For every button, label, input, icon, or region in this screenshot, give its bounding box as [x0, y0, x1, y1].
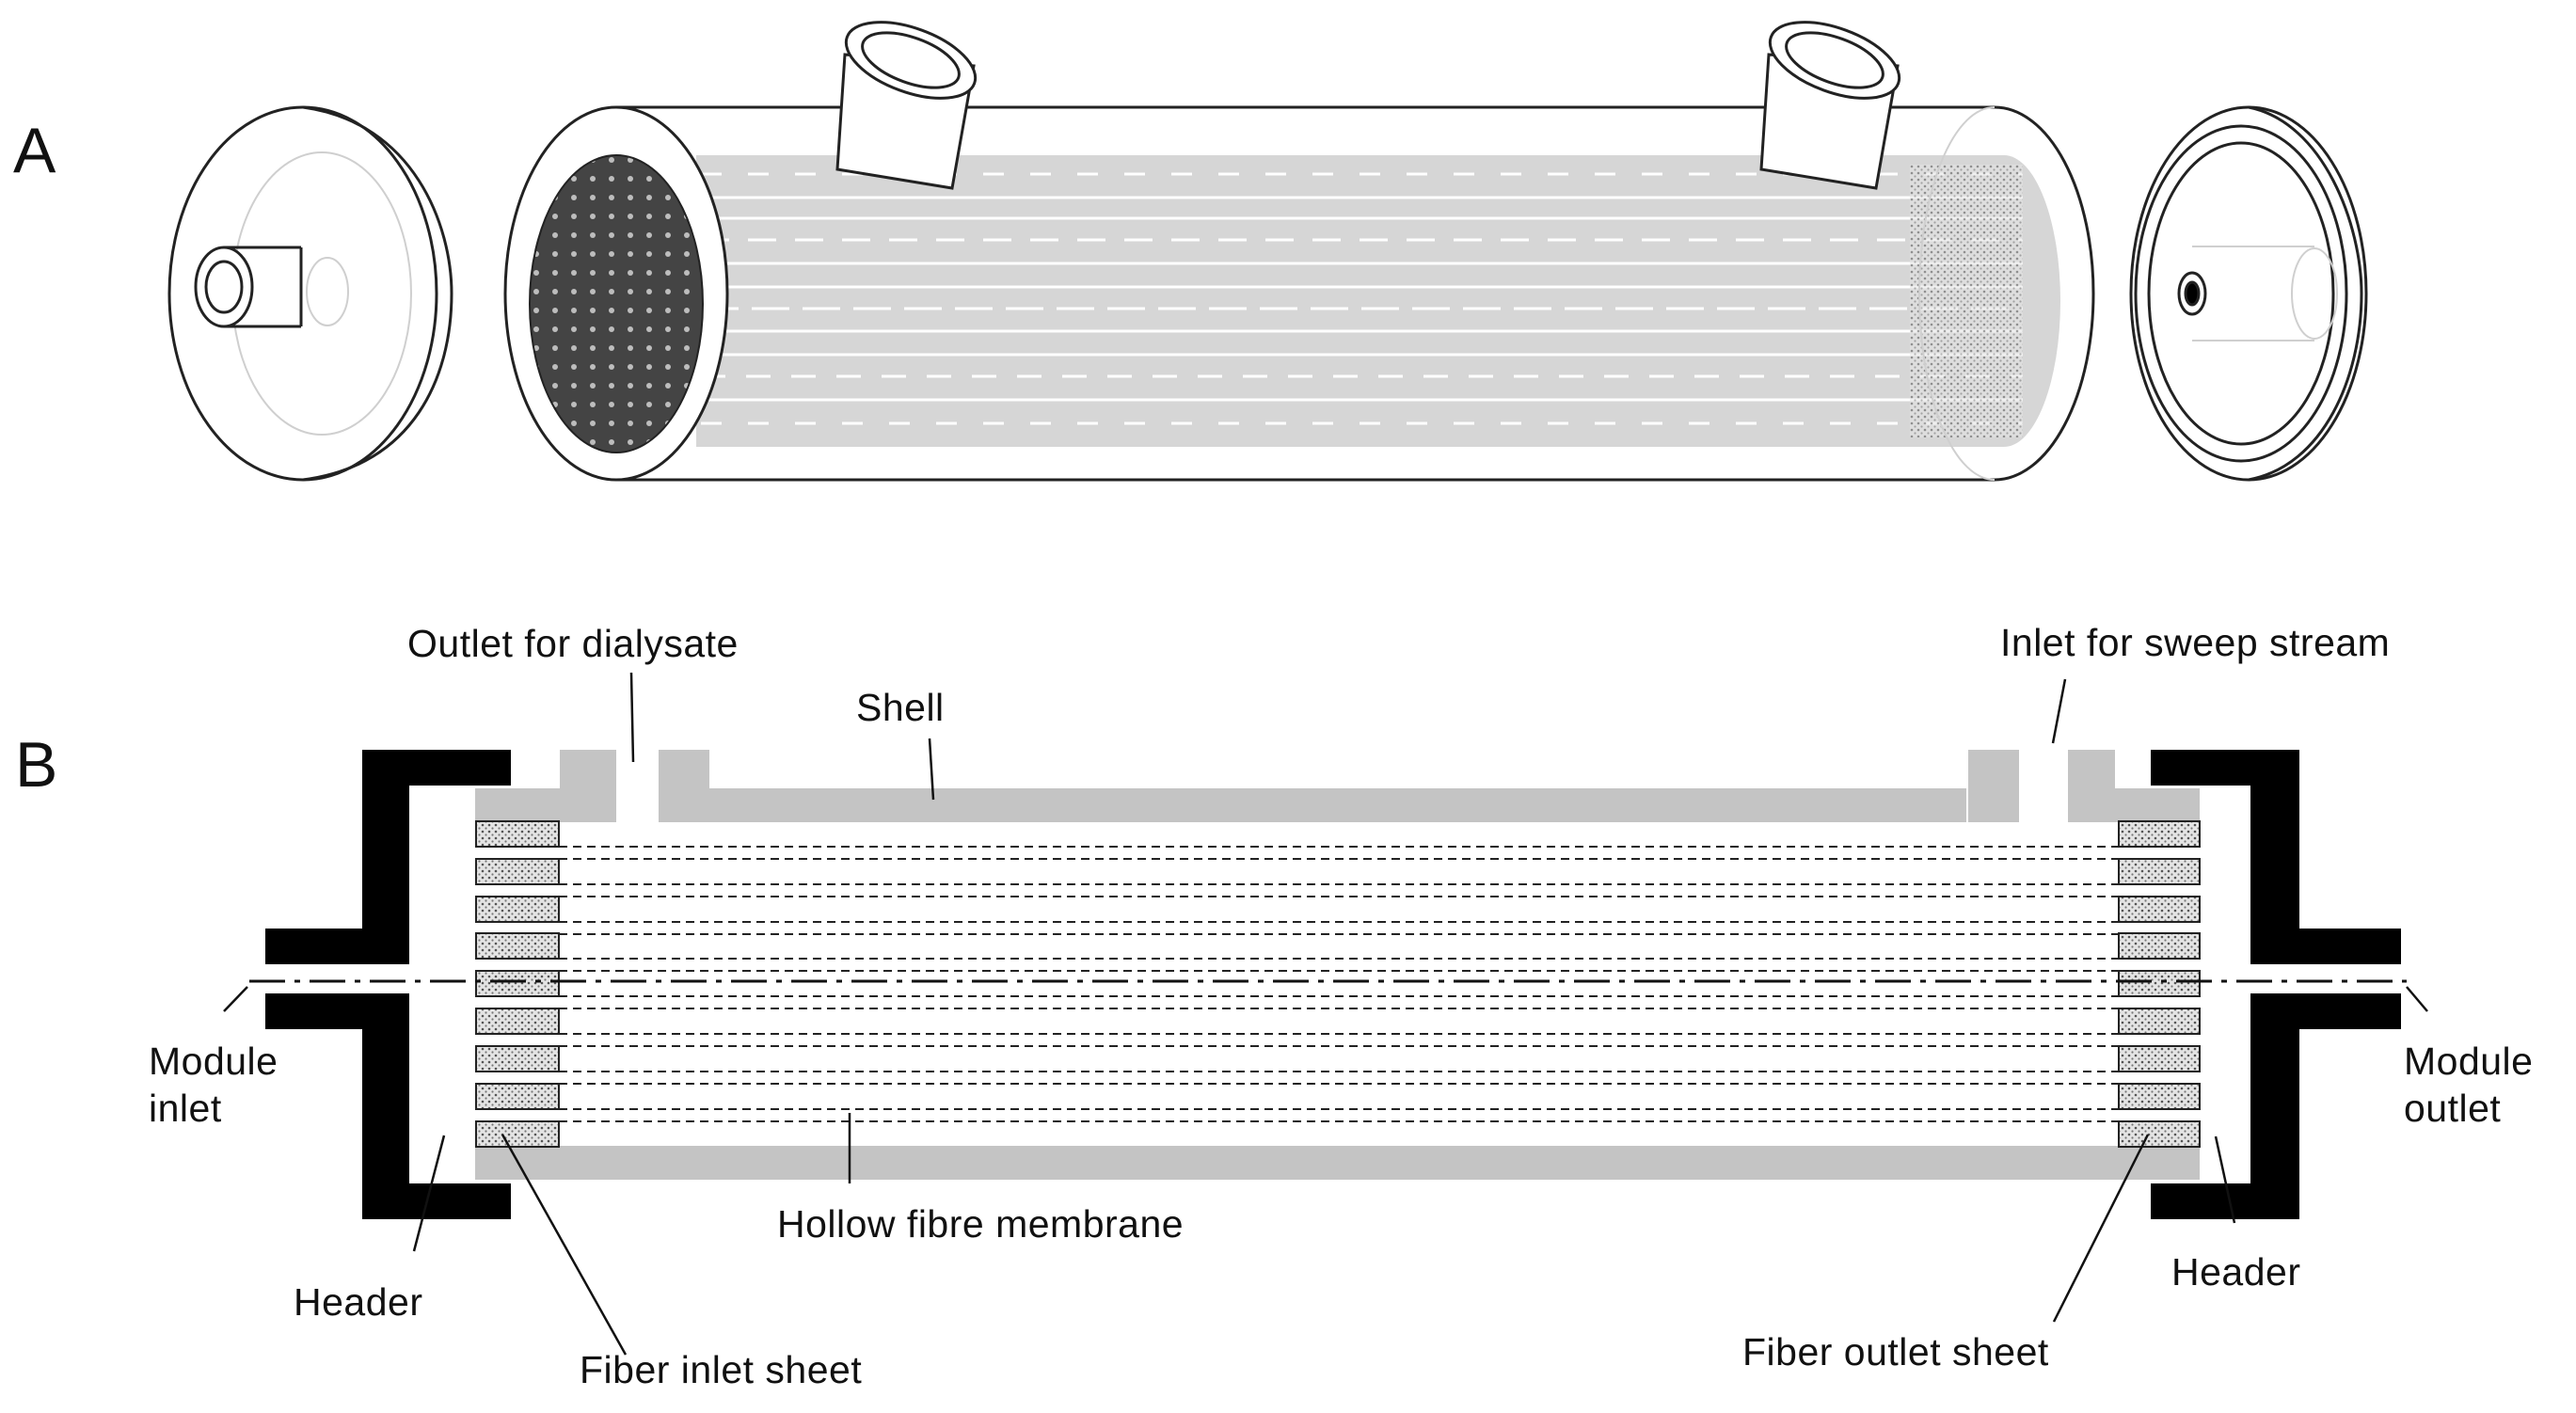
label-inlet-sweep: Inlet for sweep stream: [2000, 621, 2390, 664]
header-right: [2151, 750, 2401, 1219]
label-header-left: Header: [294, 1280, 422, 1324]
right-end-cap: [2129, 105, 2368, 482]
labels: Outlet for dialysate Inlet for sweep str…: [149, 621, 2533, 1391]
fiber-lines: [701, 172, 2023, 425]
fiber-inlet-sheet: [475, 820, 560, 1148]
panel-b-letter: B: [15, 729, 57, 801]
fiber-outlet-sheet: [2118, 820, 2201, 1148]
label-header-right: Header: [2171, 1250, 2300, 1294]
shell-wall: [475, 750, 2200, 1180]
left-end-cap: [167, 105, 453, 482]
port-outlet-dialysate: [835, 21, 978, 190]
shell-cylinder: [503, 21, 2095, 482]
panel-a: A: [13, 21, 2368, 482]
label-fiber-inlet-sheet: Fiber inlet sheet: [580, 1348, 862, 1391]
label-module-inlet-line1: Module: [149, 1040, 278, 1083]
leader-lines: [223, 672, 2428, 1356]
label-outlet-dialysate: Outlet for dialysate: [407, 622, 739, 665]
panel-b: B: [15, 621, 2533, 1391]
label-shell: Shell: [856, 686, 945, 729]
hollow-fibre-lines: [559, 846, 2119, 1122]
port-inlet-sweep: [1759, 21, 1901, 190]
panel-a-letter: A: [13, 115, 56, 186]
label-module-outlet-line2: outlet: [2404, 1087, 2501, 1130]
label-fiber-outlet-sheet: Fiber outlet sheet: [1742, 1330, 2049, 1373]
header-left: [265, 750, 511, 1219]
label-module-inlet-line2: inlet: [149, 1087, 222, 1130]
label-module-outlet-line1: Module: [2404, 1040, 2533, 1083]
label-hollow-fibre-membrane: Hollow fibre membrane: [777, 1202, 1184, 1246]
